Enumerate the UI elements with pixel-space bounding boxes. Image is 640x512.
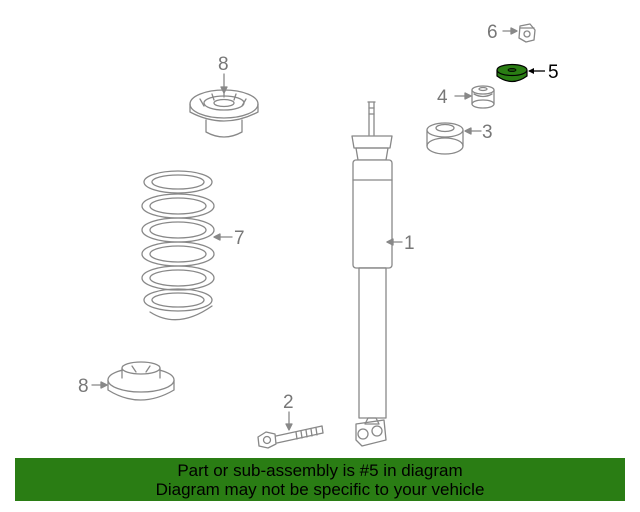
leader-line-5 xyxy=(528,68,545,74)
upper-spring-seat-part xyxy=(189,89,259,138)
coil-spring-part xyxy=(141,170,215,321)
callout-2[interactable]: 2 xyxy=(283,392,294,413)
callout-1[interactable]: 1 xyxy=(404,233,415,254)
info-banner: Part or sub-assembly is #5 in diagram Di… xyxy=(15,458,625,501)
washer-part-highlighted[interactable] xyxy=(496,63,528,83)
banner-line-disclaimer: Diagram may not be specific to your vehi… xyxy=(155,480,485,499)
mount-bushing-part xyxy=(426,122,464,155)
callout-8-bottom[interactable]: 8 xyxy=(78,376,89,397)
callout-4[interactable]: 4 xyxy=(437,87,448,108)
shock-absorber-part xyxy=(351,101,393,447)
callout-3[interactable]: 3 xyxy=(482,122,493,143)
bolt-part xyxy=(257,425,324,449)
callout-7[interactable]: 7 xyxy=(234,228,245,249)
nut-part xyxy=(518,23,536,43)
parts-diagram: 1 2 3 4 5 6 7 8 8 xyxy=(78,22,559,449)
callout-6[interactable]: 6 xyxy=(487,22,498,43)
insulator-part xyxy=(471,85,495,109)
leader-lines xyxy=(91,27,518,431)
callout-5[interactable]: 5 xyxy=(548,62,559,83)
banner-line-part-number: Part or sub-assembly is #5 in diagram xyxy=(177,461,463,480)
callout-8-top[interactable]: 8 xyxy=(218,54,229,75)
lower-spring-seat-part xyxy=(107,361,175,401)
